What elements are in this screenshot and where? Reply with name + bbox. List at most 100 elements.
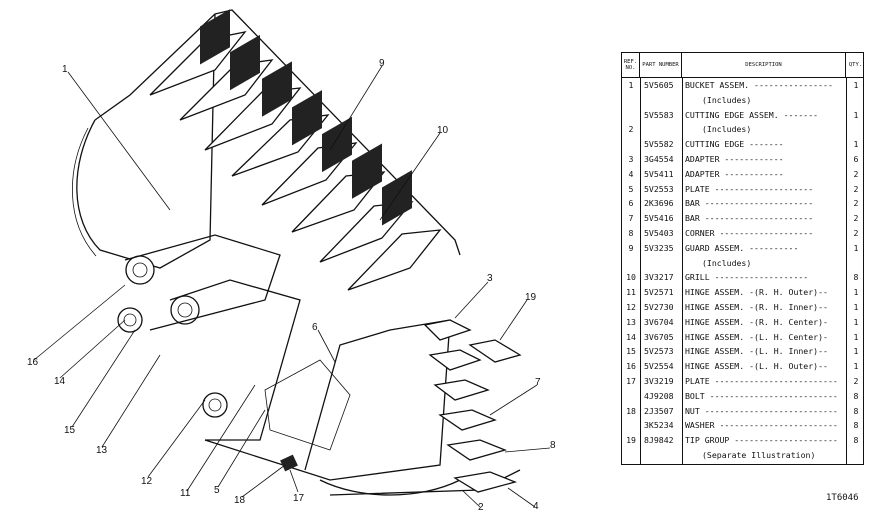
cell-qty: 2 [853, 228, 859, 238]
cell-description: GRILL ------------------- [685, 272, 809, 283]
cell-description: CUTTING EDGE ASSEM. ------- [685, 109, 819, 120]
cell-description: BAR ---------------------- [685, 213, 814, 224]
callout-label: 19 [525, 292, 537, 303]
cell-qty: 1 [853, 346, 859, 357]
cell-ref: 7 [628, 213, 634, 224]
cell-description: HINGE ASSEM. -(R. H. Outer)-- [685, 287, 828, 298]
cell-part-number: 4J9208 [644, 390, 674, 401]
cell-ref: 17 [626, 376, 636, 386]
callout-label: 3 [487, 273, 493, 284]
callout-label: 9 [379, 58, 385, 69]
cell-part-number: 5V3235 [644, 242, 674, 253]
cell-qty: 2 [853, 376, 859, 386]
cell-qty: 6 [853, 154, 859, 164]
callout-label: 5 [214, 485, 220, 496]
cell-part-number: 3G4554 [644, 154, 674, 164]
cell-part-number: 5V5583 [644, 109, 674, 120]
cell-qty: 8 [853, 435, 859, 446]
table-row: 14 3V6705 HINGE ASSEM. -(L. H. Center)- 1 [622, 331, 863, 344]
cell-ref: 19 [626, 435, 636, 446]
callout-label: 7 [535, 377, 541, 388]
cell-description: GUARD ASSEM. ---------- [685, 242, 799, 253]
cell-part-number: 5V2554 [644, 361, 674, 372]
table-row: (Includes) [622, 257, 863, 270]
cell-qty: 8 [853, 405, 859, 416]
table-row: (Includes) [622, 94, 863, 107]
cell-description: TIP GROUP --------------------- [685, 435, 838, 446]
cell-qty: 1 [853, 316, 859, 327]
callout-label: 14 [54, 376, 66, 387]
callout-label: 15 [64, 425, 76, 436]
leader-lines [33, 65, 551, 508]
callout-label: 12 [141, 476, 153, 487]
cell-description: HINGE ASSEM. -(L. H. Center)- [685, 331, 828, 342]
hinge-assemblies [117, 234, 301, 441]
cell-ref: 2 [628, 124, 634, 135]
cell-description: BUCKET ASSEM. ---------------- [685, 80, 833, 90]
cell-part-number: 3V3219 [644, 376, 674, 386]
cell-part-number: 2K3696 [644, 198, 674, 209]
cell-description: HINGE ASSEM. -(R. H. Center)- [685, 316, 828, 327]
cell-ref: 12 [626, 302, 636, 312]
header-qty: QTY. [848, 62, 863, 68]
cell-ref: 13 [626, 316, 636, 327]
table-row: 17 3V3219 PLATE ------------------------- 2 [622, 375, 863, 388]
cell-description: PLATE -------------------- [685, 183, 814, 194]
bucket-exploded-view: 1 9 10 3 19 6 7 8 4 2 17 18 5 11 12 13 1… [27, 9, 556, 513]
cell-qty: 8 [853, 272, 859, 283]
cell-description: NUT --------------------------- [685, 405, 838, 416]
cell-part-number: 5V2730 [644, 302, 674, 312]
cell-part-number: 3V6705 [644, 331, 674, 342]
cell-description: ADAPTER ------------ [685, 168, 784, 179]
callout-label: 8 [550, 440, 556, 451]
cell-description: ADAPTER ------------ [685, 154, 784, 164]
cell-part-number: 5V2571 [644, 287, 674, 298]
cell-description: BAR ---------------------- [685, 198, 814, 209]
cell-qty: 8 [853, 390, 859, 401]
cell-ref: 14 [626, 331, 636, 342]
cell-part-number: 5V5403 [644, 228, 674, 238]
cell-qty: 2 [853, 183, 859, 194]
cell-part-number: 5V5605 [644, 80, 674, 90]
table-header: REF. NO. PART NUMBER DESCRIPTION QTY. [622, 53, 863, 78]
cell-description: BOLT -------------------------- [685, 390, 838, 401]
adapters [423, 319, 522, 493]
cell-description: (Includes) [702, 257, 752, 268]
cell-description: WASHER ------------------------ [685, 420, 838, 431]
cell-ref: 8 [628, 228, 634, 238]
cell-qty: 1 [853, 331, 859, 342]
cell-description: HINGE ASSEM. -(L. H. Outer)-- [685, 361, 828, 372]
cell-part-number: 5V5411 [644, 168, 674, 179]
cell-qty: 2 [853, 213, 859, 224]
cell-qty: 2 [853, 168, 859, 179]
cell-ref: 6 [628, 198, 634, 209]
callout-label: 2 [478, 502, 484, 513]
header-part-number: PART NUMBER [640, 53, 682, 77]
cell-part-number: 3V6704 [644, 316, 674, 327]
cell-description: PLATE ------------------------- [685, 376, 838, 386]
cell-qty: 1 [853, 287, 859, 298]
table-row: 13 3V6704 HINGE ASSEM. -(R. H. Center)- 1 [622, 316, 863, 329]
callout-label: 13 [96, 445, 108, 456]
cell-qty: 1 [853, 361, 859, 372]
callout-label: 10 [437, 125, 449, 136]
cell-ref: 18 [626, 405, 636, 416]
cell-qty: 8 [853, 420, 859, 431]
